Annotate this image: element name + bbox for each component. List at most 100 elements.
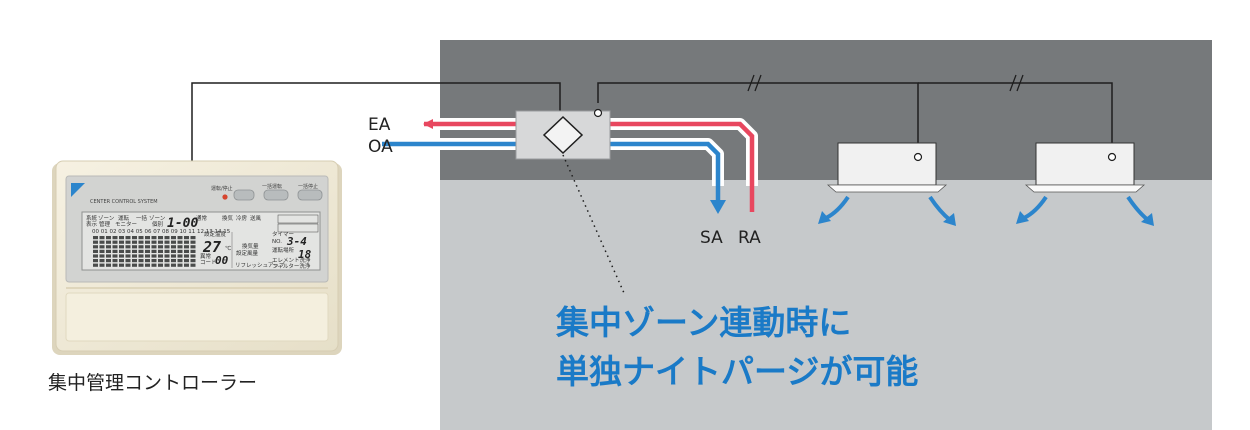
lcd-label: 運転 <box>118 215 130 222</box>
lcd-label: ゾーン <box>98 215 115 222</box>
lcd-dot-cell <box>164 240 170 244</box>
wire-break-marks <box>747 74 1024 92</box>
lcd-dot-cell <box>106 259 111 263</box>
lcd-dot-cell <box>145 263 150 267</box>
lcd-dot-cell <box>145 236 150 240</box>
lcd-dot-cell <box>190 254 196 258</box>
lcd-temperature: 27 <box>202 238 221 256</box>
lcd-dot-cell <box>112 254 118 258</box>
lcd-dot-cell <box>177 263 183 267</box>
lcd-dot-cell <box>145 254 150 258</box>
lcd-dot-cell <box>190 249 196 253</box>
controller-caption: 集中管理コントローラー <box>48 372 257 394</box>
lcd-dot-cell <box>93 263 98 267</box>
lcd-dot-cell <box>184 249 189 253</box>
lcd-label: リフレッシュアップ <box>235 262 285 269</box>
lcd-dot-cell <box>112 249 118 253</box>
label-ra: RA <box>738 228 761 248</box>
lcd-dot-cell <box>112 240 118 244</box>
lcd-dot-cell <box>112 263 118 267</box>
lcd-zone-number: 1-00 <box>167 216 198 231</box>
lcd-dot-cell <box>184 259 189 263</box>
lcd-dot-cell <box>158 240 163 244</box>
run-stop-button[interactable] <box>233 189 255 201</box>
lcd-dot-cell <box>145 240 150 244</box>
batch-stop-button[interactable] <box>297 189 323 201</box>
lcd-dot-cell <box>99 254 105 258</box>
lcd-dot-cell <box>119 245 124 249</box>
lcd-dot-cell <box>138 240 144 244</box>
lcd-dot-cell <box>99 259 105 263</box>
lcd-dot-cell <box>151 249 157 253</box>
lcd-dot-cell <box>125 254 131 258</box>
lcd-label: 送風 <box>250 214 262 222</box>
lcd-dot-cell <box>99 249 105 253</box>
lcd-dot-cell <box>177 254 183 258</box>
lcd-dot-cell <box>125 263 131 267</box>
controller-cover <box>65 292 329 342</box>
lcd-dot-cell <box>138 254 144 258</box>
lcd-dot-cell <box>125 236 131 240</box>
lcd-dot-cell <box>158 263 163 267</box>
lcd-dot-cell <box>132 245 137 249</box>
lcd-dot-cell <box>171 263 176 267</box>
lcd-dot-cell <box>177 236 183 240</box>
lcd-dot-cell <box>119 249 124 253</box>
lcd-label: タイマー <box>272 230 294 238</box>
lcd-dot-cell <box>138 245 144 249</box>
lcd-column-numbers: 00 01 02 03 04 05 06 07 08 09 10 11 12 1… <box>92 229 231 235</box>
lcd-dot-cell <box>164 263 170 267</box>
lcd-dot-cell <box>151 259 157 263</box>
lcd-dot-cell <box>106 240 111 244</box>
lcd-dot-matrix <box>93 236 196 267</box>
brand-text: CENTER CONTROL SYSTEM <box>90 199 158 205</box>
lcd-label: 一括 <box>136 214 148 222</box>
lcd-dot-cell <box>106 245 111 249</box>
lcd-dot-cell <box>190 245 196 249</box>
lcd-dot-cell <box>106 249 111 253</box>
lcd-dot-cell <box>112 236 118 240</box>
lcd-dot-cell <box>177 249 183 253</box>
lcd-dot-cell <box>132 259 137 263</box>
indoor-unit-2 <box>1024 142 1146 193</box>
brand-logo <box>71 183 85 197</box>
lcd-dot-cell <box>119 236 124 240</box>
lcd-dot-cell <box>158 249 163 253</box>
lcd-label: 異常 <box>200 252 212 260</box>
lcd-dot-cell <box>99 240 105 244</box>
lcd-count: 18 <box>298 248 312 261</box>
label-sa: SA <box>700 228 723 248</box>
lcd-label: 管理 <box>99 220 111 228</box>
headline-line-1: 集中ゾーン連動時に <box>555 303 851 342</box>
lcd-dot-cell <box>171 245 176 249</box>
lcd-label: ゾーン <box>149 215 166 222</box>
heat-exchanger-core <box>542 115 584 155</box>
label-oa: OA <box>368 137 393 157</box>
lcd-dot-cell <box>138 263 144 267</box>
lcd-dot-cell <box>171 259 176 263</box>
lcd-dot-cell <box>171 254 176 258</box>
batch-stop-label: 一括停止 <box>298 183 318 190</box>
indoor-unit-1 <box>826 142 948 193</box>
lcd-label: 系統 <box>86 214 98 222</box>
lcd-dot-cell <box>138 249 144 253</box>
lcd-dot-cell <box>145 245 150 249</box>
lcd-dot-cell <box>106 236 111 240</box>
lcd-dot-cell <box>99 236 105 240</box>
lcd-dot-cell <box>151 263 157 267</box>
lcd-dot-cell <box>106 263 111 267</box>
batch-run-button[interactable] <box>263 189 289 201</box>
lcd-label: モニター <box>115 220 137 228</box>
lcd-dot-cell <box>132 240 137 244</box>
lcd-dot-cell <box>99 245 105 249</box>
lcd-dot-cell <box>132 263 137 267</box>
lcd-dot-cell <box>145 249 150 253</box>
lcd-dot-cell <box>177 259 183 263</box>
lcd-dot-cell <box>125 245 131 249</box>
lcd-label: 個別 <box>152 220 163 228</box>
central-controller: CENTER CONTROL SYSTEM 運転/停止 一括運転 一括停止 系統… <box>52 160 342 355</box>
lcd-dot-cell <box>132 254 137 258</box>
lcd-dot-cell <box>125 259 131 263</box>
lcd-dot-cell <box>93 254 98 258</box>
lcd-dot-cell <box>158 259 163 263</box>
